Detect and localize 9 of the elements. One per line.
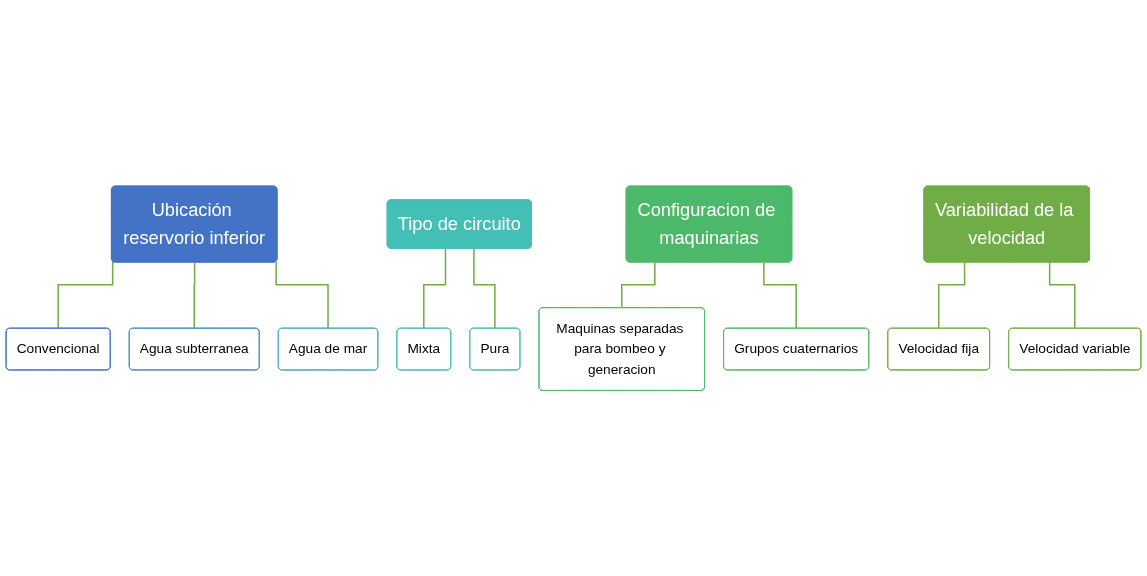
connector (763, 261, 798, 329)
connector (57, 260, 114, 329)
connector (275, 260, 330, 329)
connector (937, 261, 966, 329)
connector (473, 247, 496, 329)
connector (1048, 261, 1076, 329)
connector (621, 261, 656, 309)
connector (193, 261, 196, 329)
connector (423, 247, 447, 329)
